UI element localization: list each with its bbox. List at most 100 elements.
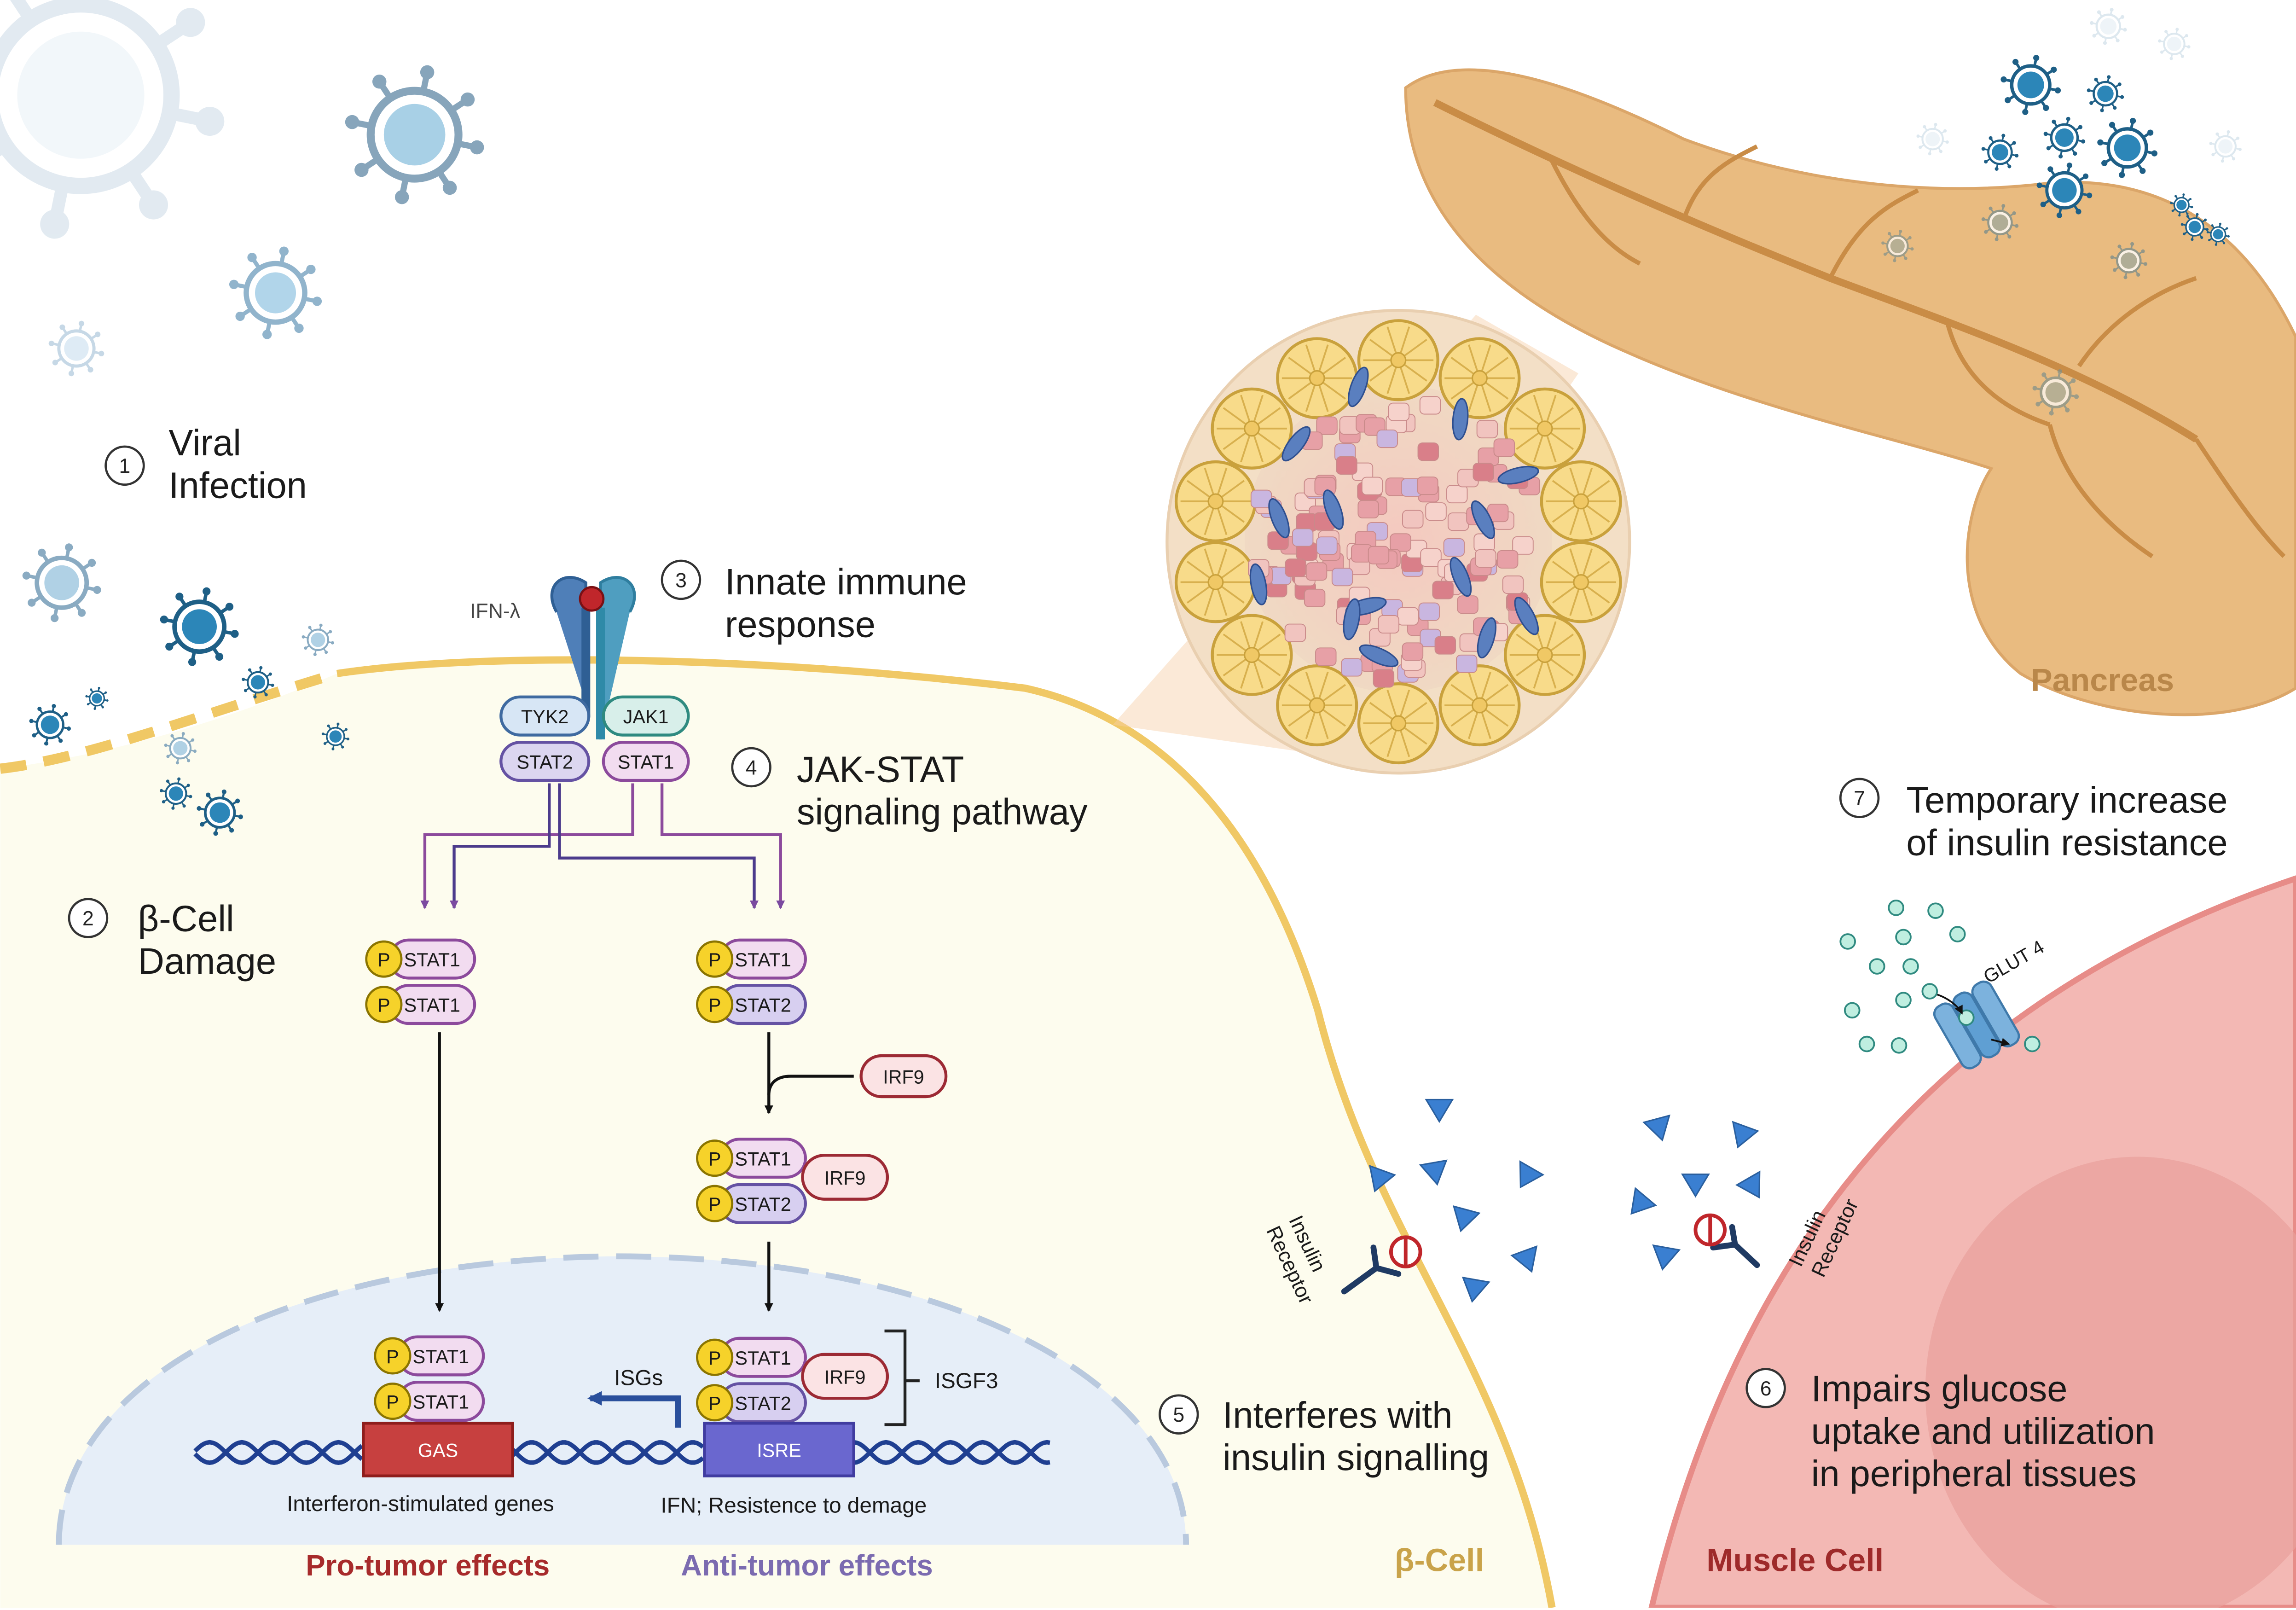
virus-particles [0,0,2242,836]
dna-helix [193,1440,1050,1465]
ifn-lambda-ligand [579,586,605,612]
step-number-badge [731,747,771,788]
svg-text:GAS: GAS [418,1440,458,1461]
phosphate-icon [696,1338,734,1376]
step-number: 7 [1854,787,1865,810]
stat-label: STAT1 [735,949,791,971]
step-number-badge [1159,1394,1199,1435]
virus-icon [22,543,101,622]
insulin-icon [1630,1187,1657,1215]
stat-signaling-arrows [420,783,854,1312]
phosphate-label: P [386,1391,399,1412]
pancreas-label: Pancreas [2031,662,2174,698]
stat-label: STAT1 [413,1346,469,1367]
acinar-clusters [1174,319,1622,765]
virus-icon [2097,117,2158,178]
phosphate-icon [696,1185,734,1222]
gas-caption: Interferon-stimulated genes [287,1492,554,1516]
stat-label: STAT2 [735,1194,791,1215]
stat-label: STAT1 [735,1149,791,1170]
isre-caption: IFN; Resistence to demage [661,1493,927,1517]
virus-icon [1916,122,1949,156]
isgf3-bracket: ISGF3 [884,1329,998,1426]
nucleus-envelope [56,1253,1189,1545]
muscle-cell-nucleus [1925,1157,2296,1610]
insulin-icon [1652,1244,1681,1271]
virus-icon [2158,28,2191,60]
stat-label: STAT1 [735,1348,791,1369]
phosphate-label: P [708,949,721,971]
virus-icon [321,722,350,750]
step-number: 1 [119,455,131,477]
glucose-icon [1890,1037,1908,1054]
insulin-icon [1425,1099,1454,1123]
virus-icon [1981,204,2019,241]
svg-text:STAT2: STAT2 [516,752,573,773]
isgs-arrow: ISGs [587,1366,681,1428]
phosphate-icon [365,940,403,978]
virus-icon [164,732,197,765]
receptor-stat1: STAT1 [602,741,690,782]
isgs-label: ISGs [614,1366,663,1390]
insulin-icon [1510,1245,1538,1273]
virus-icon [2209,130,2242,163]
step-number: 4 [746,756,757,779]
step-number-badge [68,898,109,938]
glucose-icon [1895,929,1912,946]
virus-icon [2032,369,2079,416]
virus-icon [197,789,243,836]
islet-cells [1248,366,1540,688]
virus-icon [345,65,484,204]
beta-cell-label: β-Cell [1395,1542,1484,1578]
phosphate-icon [374,1337,412,1375]
virus-icon [2043,116,2086,159]
phosphate-label: P [708,1149,721,1170]
phosphate-label: P [708,1393,721,1414]
gas-element: GAS [362,1422,514,1477]
step-number-badge [661,559,702,600]
virus-icon [2170,193,2193,217]
insulin-icon [1452,1205,1481,1232]
jak1-kinase: JAK1 [602,695,690,737]
isre-element: ISRE [703,1422,855,1477]
pancreatic-islet [1165,309,1631,775]
virus-icon [2180,213,2209,241]
irf9-label: IRF9 [824,1366,866,1388]
insulin-molecules [1369,1099,1761,1303]
virus-icon [160,587,239,666]
glucose-icon [1949,926,1966,942]
insulin-icon [1519,1160,1545,1189]
svg-text:JAK1: JAK1 [623,706,669,727]
stat-label: STAT1 [404,995,460,1016]
phosphate-icon [696,1384,734,1422]
virus-icon [2206,222,2230,246]
stat-label: STAT2 [735,1393,791,1414]
glucose-icon [1844,1002,1861,1019]
glucose-icon [1902,958,1919,975]
anti-tumor-effects: Anti-tumor effects [681,1549,933,1582]
phosphate-label: P [708,1348,721,1369]
glucose-icon [1921,983,1938,1000]
virus-icon [48,320,104,377]
virus-icon [1881,230,1914,262]
pancreas-organ: Pancreas [1404,68,2296,716]
step-number: 5 [1173,1404,1184,1426]
insulin-icon [1681,1174,1710,1198]
svg-text:ISRE: ISRE [757,1440,801,1461]
virus-icon [229,246,322,339]
glucose-icon [1888,899,1904,916]
phosphate-icon [696,1139,734,1177]
